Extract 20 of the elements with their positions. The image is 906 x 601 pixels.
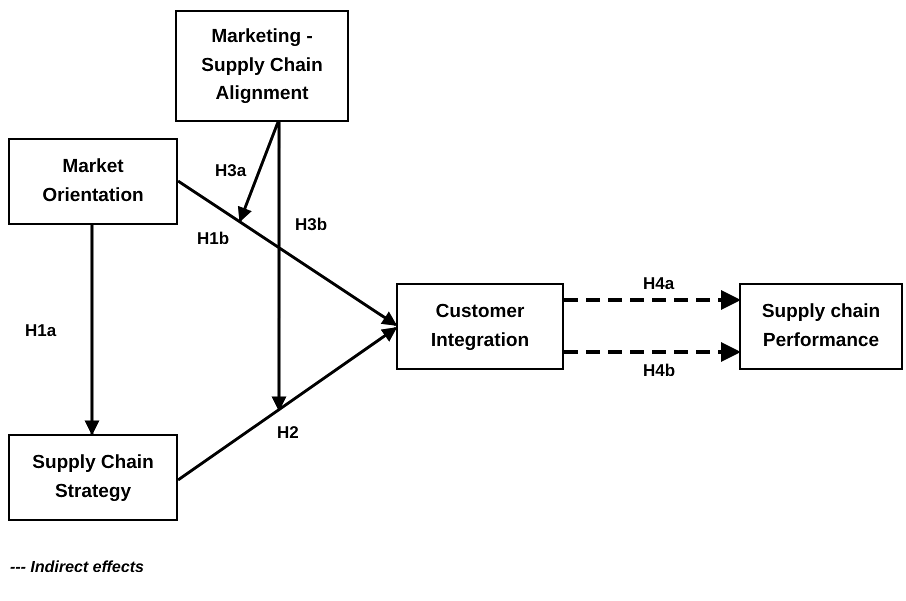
arrow	[564, 342, 741, 362]
construct-box: Marketing - Supply Chain Alignment	[175, 10, 349, 122]
edge-label: H2	[276, 424, 300, 441]
edge-label: H1b	[196, 230, 230, 247]
construct-box: Customer Integration	[396, 283, 564, 370]
construct-box: Market Orientation	[8, 138, 178, 225]
edge-label: H1a	[24, 322, 58, 339]
construct-box: Supply Chain Strategy	[8, 434, 178, 521]
legend-note: --- Indirect effects	[10, 558, 144, 578]
edge-label: H4a	[642, 275, 676, 292]
arrow	[564, 290, 741, 310]
construct-box: Supply chain Performance	[739, 283, 903, 370]
arrow	[84, 225, 100, 436]
edge-label: H3b	[294, 216, 328, 233]
arrow	[177, 180, 398, 326]
arrow	[177, 326, 398, 482]
edge-label: H4b	[642, 362, 676, 379]
arrow	[238, 121, 280, 222]
edge-label: H3a	[214, 162, 248, 179]
arrow	[272, 122, 286, 412]
